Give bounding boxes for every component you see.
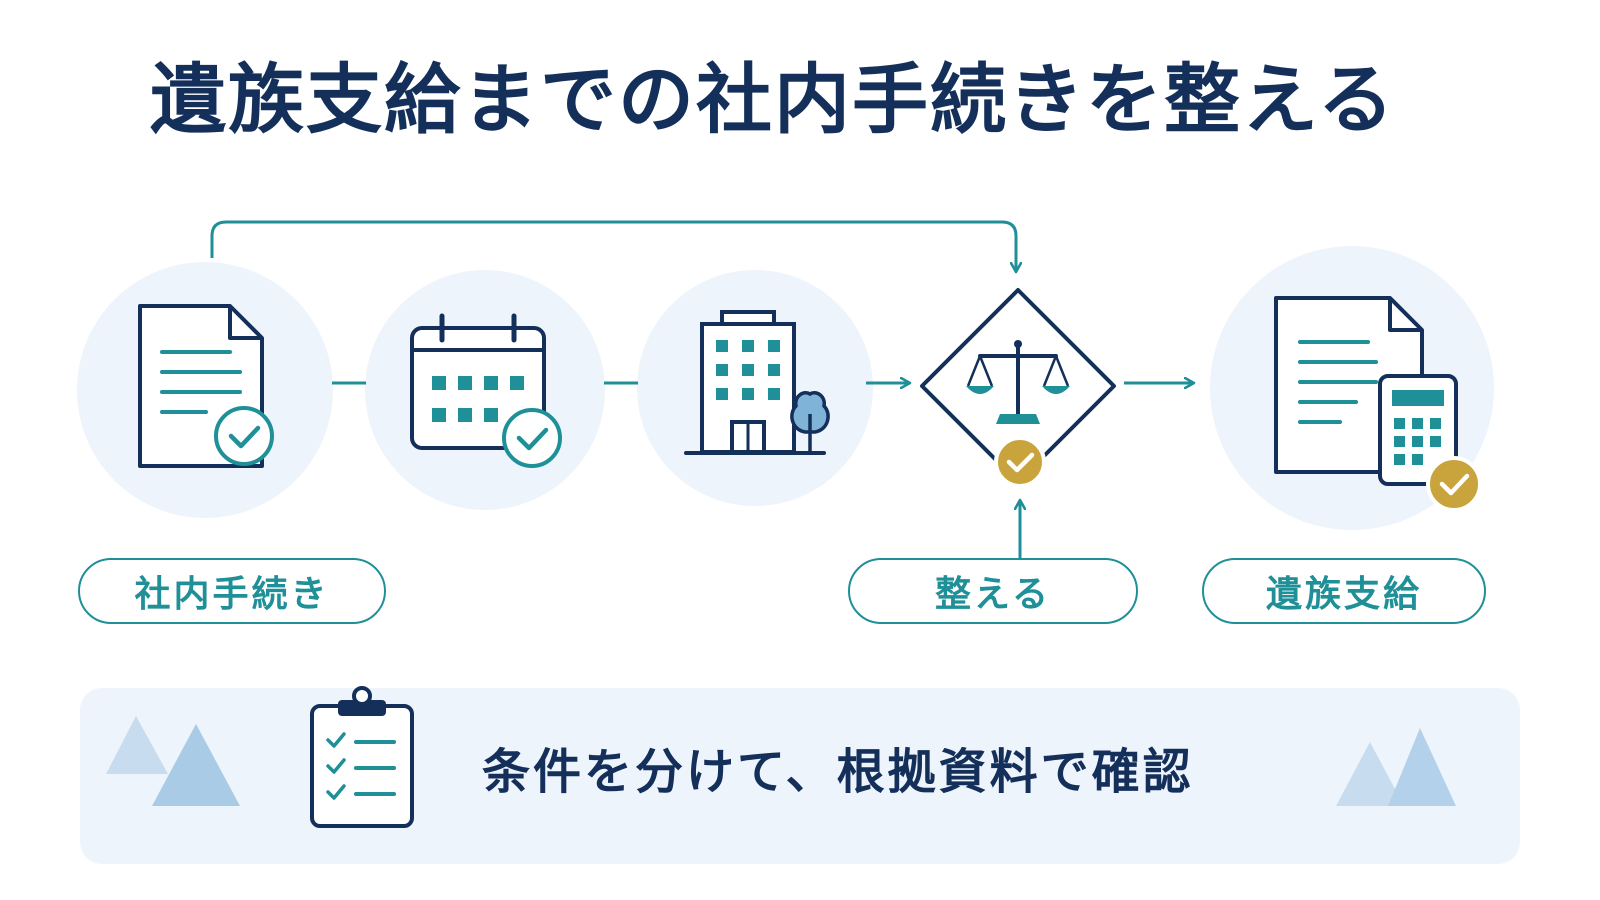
page-title: 遺族支給までの社内手続きを整える [150,55,1396,144]
clipboard-checklist-icon [310,686,414,828]
top-connector-arrow [210,220,1016,272]
label-survivor-payment: 遺族支給 [1202,558,1486,624]
scales-icon [920,288,1116,488]
mountain-icon [1336,728,1456,806]
label-arrange: 整える [848,558,1138,624]
office-building-icon [684,310,830,455]
label-internal-procedure: 社内手続き [78,558,386,624]
document-check-icon [138,304,274,468]
document-calculator-icon [1274,296,1482,512]
banner-text: 条件を分けて、根拠資料で確認 [482,744,1194,800]
mountain-icon [106,716,240,806]
calendar-check-icon [410,313,562,468]
